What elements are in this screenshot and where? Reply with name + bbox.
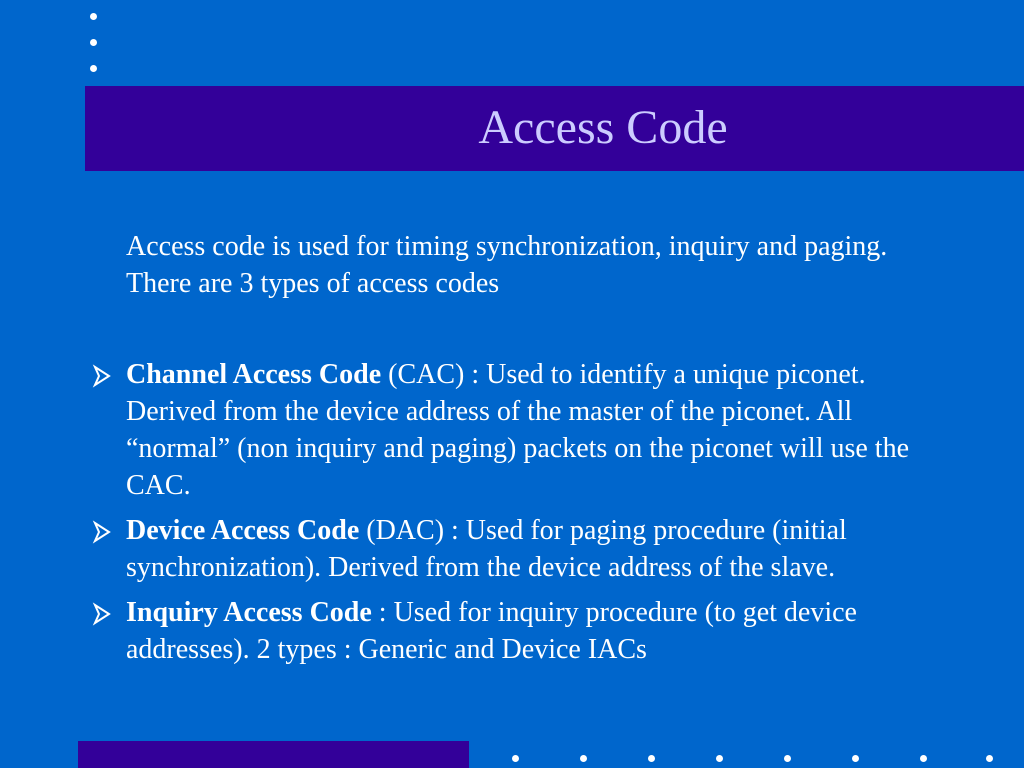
- bullet-term: Channel Access Code: [126, 359, 382, 390]
- bullet-term: Device Access Code: [126, 515, 360, 546]
- bullet-item-cac: Channel Access Code (CAC) : Used to iden…: [90, 356, 950, 504]
- dot-icon: [716, 755, 723, 762]
- dot-icon: [784, 755, 791, 762]
- dot-icon: [90, 13, 97, 20]
- dot-icon: [920, 755, 927, 762]
- dot-icon: [852, 755, 859, 762]
- intro-paragraph: Access code is used for timing synchroni…: [126, 231, 888, 299]
- bullet-item-iac: Inquiry Access Code : Used for inquiry p…: [90, 594, 950, 668]
- decorative-dots-horizontal: [500, 755, 1000, 765]
- slide-title: Access Code: [478, 101, 728, 154]
- arrow-bullet-icon: [92, 364, 111, 388]
- dot-icon: [90, 65, 97, 72]
- dot-icon: [512, 755, 519, 762]
- bullet-item-dac: Device Access Code (DAC) : Used for pagi…: [90, 512, 950, 586]
- bullet-term: Inquiry Access Code: [126, 597, 372, 628]
- title-bar: Access Code: [85, 86, 1024, 171]
- arrow-bullet-icon: [92, 602, 111, 626]
- bullet-list: Channel Access Code (CAC) : Used to iden…: [90, 356, 950, 676]
- dot-icon: [648, 755, 655, 762]
- bullet-text: (DAC) : Used for paging procedure (initi…: [126, 515, 847, 583]
- dot-icon: [986, 755, 993, 762]
- bullet-text: (CAC) : Used to identify a unique picone…: [126, 359, 910, 501]
- bottom-bar: [78, 741, 469, 768]
- arrow-bullet-icon: [92, 520, 111, 544]
- decorative-dots-vertical: [88, 9, 100, 75]
- dot-icon: [90, 39, 97, 46]
- bullet-text: : Used for inquiry procedure (to get dev…: [126, 597, 857, 665]
- dot-icon: [580, 755, 587, 762]
